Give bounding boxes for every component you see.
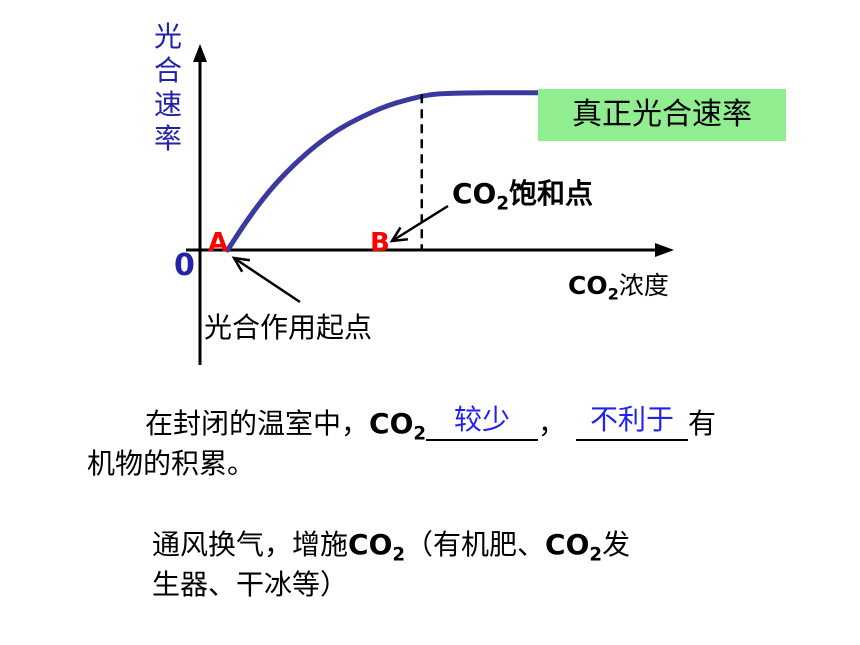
saturation-arrow-line [391, 204, 449, 243]
origin-label: 0 [174, 248, 195, 283]
series-label-box: 真正光合速率 [538, 89, 786, 141]
saturation-point-annotation: CO2饱和点 [452, 177, 594, 215]
x-axis-label: CO2浓度 [568, 271, 669, 304]
saturation-arrow-head [389, 226, 409, 243]
y-axis-label-char: 速 [153, 88, 182, 121]
point-a-label: A [208, 228, 229, 258]
photosynthesis-chart [186, 44, 674, 365]
paragraph-1-line-2: 机物的积累。 [87, 447, 256, 480]
y-axis-label-char: 率 [153, 122, 182, 155]
y-axis-label-char: 光 [153, 20, 182, 53]
start-point-arrow-head [231, 256, 251, 273]
start-point-arrow-line [233, 256, 301, 304]
answer-blank-1: 较少 [426, 405, 539, 441]
paragraph-2-line-2: 生器、干冰等） [152, 568, 349, 601]
x-axis-arrow [655, 243, 674, 257]
y-axis-label-char: 合 [153, 54, 182, 87]
answer-blank-2: 不利于 [576, 405, 689, 441]
y-axis-arrow [193, 44, 207, 62]
point-b-label: B [370, 228, 390, 258]
axes [186, 44, 674, 365]
paragraph-2-line-1: 通风换气，增施CO2（有机肥、CO2发 [152, 528, 631, 566]
y-axis-label: 光合速率 [150, 20, 186, 156]
photosynthesis-start-annotation: 光合作用起点 [204, 311, 373, 344]
